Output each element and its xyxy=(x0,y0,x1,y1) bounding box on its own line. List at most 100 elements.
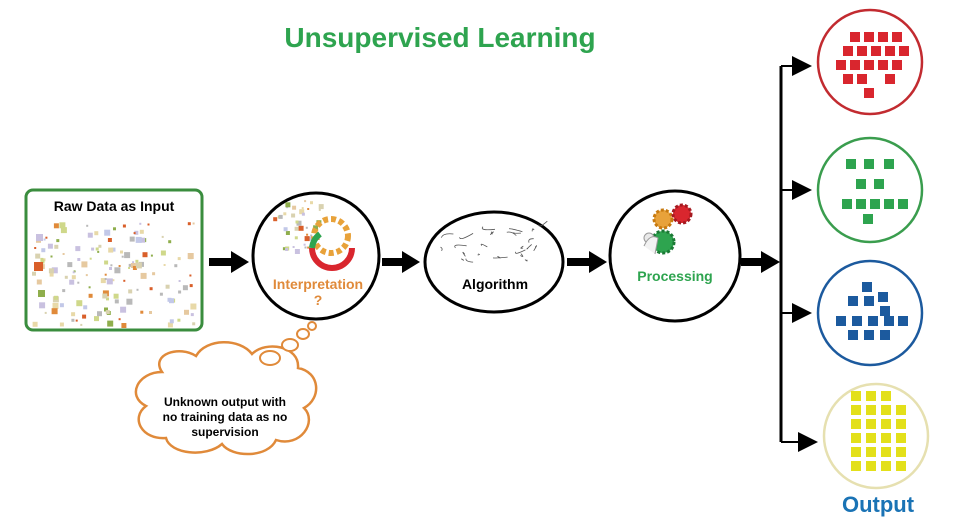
algorithm-scribble xyxy=(524,259,528,262)
cluster-point-blue xyxy=(862,282,872,292)
raw-data-point xyxy=(54,295,58,300)
raw-data-point xyxy=(77,281,80,284)
raw-data-point xyxy=(121,255,124,258)
cluster-point-red xyxy=(885,46,895,56)
cluster-point-yellow xyxy=(866,433,876,443)
interpretation-point xyxy=(283,212,287,216)
raw-data-point xyxy=(85,274,88,277)
arrow-interpretation-to-algorithm xyxy=(382,251,420,273)
raw-data-point xyxy=(133,232,136,235)
algorithm-label: Algorithm xyxy=(461,276,529,292)
raw-data-point xyxy=(34,262,43,271)
raw-data-point xyxy=(189,284,193,288)
raw-data-point xyxy=(104,229,111,236)
raw-data-point xyxy=(128,263,132,267)
cluster-point-blue xyxy=(884,316,894,326)
raw-data-point xyxy=(124,252,131,259)
diagram-title: Unsupervised Learning xyxy=(284,22,596,53)
raw-data-point xyxy=(86,224,89,227)
cluster-point-blue xyxy=(848,330,858,340)
raw-data-point xyxy=(140,237,146,243)
raw-data-point xyxy=(163,264,166,266)
algorithm-scribble xyxy=(533,245,538,252)
raw-data-point xyxy=(44,311,47,314)
raw-data-point xyxy=(113,293,119,299)
raw-data-point xyxy=(102,290,109,297)
algorithm-scribble xyxy=(481,226,496,231)
raw-data-point xyxy=(140,310,144,314)
cluster-point-red xyxy=(843,46,853,56)
cluster-point-red xyxy=(836,60,846,70)
cluster-point-green xyxy=(842,199,852,209)
raw-data-point xyxy=(187,253,194,259)
raw-data-point xyxy=(104,260,109,265)
raw-data-point xyxy=(97,250,100,253)
raw-data-point xyxy=(41,248,46,253)
raw-data-point xyxy=(100,278,106,284)
raw-data-point xyxy=(62,253,65,255)
interpretation-point xyxy=(307,208,310,210)
algorithm-scribble xyxy=(492,256,508,259)
cluster-point-blue xyxy=(880,330,890,340)
raw-data-point xyxy=(106,297,109,301)
raw-data-point xyxy=(152,272,156,276)
raw-data-point xyxy=(102,293,108,299)
output-cluster-blue xyxy=(816,259,924,367)
cluster-point-yellow xyxy=(896,419,906,429)
cluster-point-green xyxy=(856,199,866,209)
raw-data-point xyxy=(128,289,133,294)
interpretation-point xyxy=(301,207,304,210)
raw-data-point xyxy=(59,222,66,229)
cluster-point-yellow xyxy=(851,461,861,471)
raw-data-point xyxy=(88,286,91,289)
interpretation-gear-icon xyxy=(273,200,355,271)
cluster-point-yellow xyxy=(866,419,876,429)
cluster-points xyxy=(836,32,909,471)
interpretation-point xyxy=(292,246,295,248)
raw-data-point xyxy=(178,280,181,282)
raw-data-point xyxy=(168,240,172,244)
cluster-point-yellow xyxy=(881,461,891,471)
raw-data-point xyxy=(53,223,59,229)
note-line-2: no training data as no xyxy=(162,410,288,424)
raw-data-point xyxy=(77,258,81,261)
raw-data-point xyxy=(36,234,43,241)
raw-data-point xyxy=(135,262,142,269)
output-fanout xyxy=(779,56,818,452)
raw-data-point xyxy=(139,229,144,234)
raw-data-point xyxy=(149,287,153,291)
algorithm-scribble xyxy=(465,258,474,263)
interpretation-point xyxy=(304,246,307,249)
interpretation-point xyxy=(299,209,305,215)
interpretation-point xyxy=(318,204,324,210)
note-line-3: supervision xyxy=(191,425,259,439)
algorithm-scribble xyxy=(526,244,532,250)
raw-data-point xyxy=(189,274,192,277)
raw-data-point xyxy=(54,244,59,249)
algorithm-scribble xyxy=(480,243,488,248)
raw-data-point xyxy=(88,293,93,298)
raw-data-point xyxy=(50,255,53,258)
raw-data-point xyxy=(140,272,147,279)
interpretation-point xyxy=(313,225,319,231)
cluster-point-yellow xyxy=(851,391,861,401)
cluster-point-yellow xyxy=(896,405,906,415)
raw-data-point xyxy=(161,235,164,238)
interpretation-point xyxy=(303,243,306,246)
raw-data-point xyxy=(94,231,99,236)
cluster-point-red xyxy=(871,46,881,56)
cluster-point-red xyxy=(850,60,860,70)
cluster-point-red xyxy=(892,32,902,42)
cluster-point-green xyxy=(884,199,894,209)
algorithm-scribble xyxy=(506,231,517,236)
algorithm-scribble xyxy=(520,245,524,249)
raw-data-point xyxy=(169,319,174,324)
raw-data-point xyxy=(75,319,78,322)
raw-data-point xyxy=(150,254,153,257)
interpretation-point xyxy=(307,246,310,249)
raw-data-point xyxy=(165,284,170,289)
arrow-algorithm-to-processing xyxy=(567,251,607,273)
cluster-point-blue xyxy=(898,316,908,326)
raw-data-point xyxy=(130,263,136,268)
raw-data-point xyxy=(134,230,139,235)
